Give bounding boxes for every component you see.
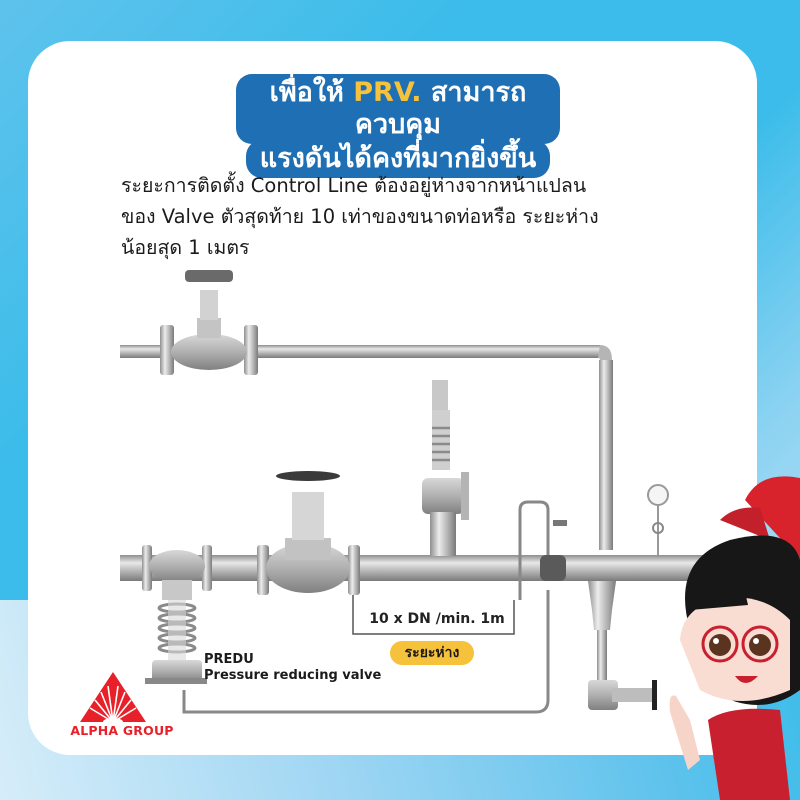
upper-pipe [120,345,613,550]
brand-name: ALPHA GROUP [70,723,174,738]
control-line [182,500,550,714]
valve-description: Pressure reducing valve [204,668,382,683]
dimension-bracket [352,595,515,635]
drain-fitting [540,520,567,581]
valve-caption: PREDU Pressure reducing valve [204,652,381,684]
safety-valve-icon [422,380,469,556]
pressure-reducing-valve-icon [142,545,212,684]
mascot-character-icon [669,476,800,800]
distance-dimension-label: 10 x DN /min. 1m [369,611,505,627]
description-text: ระยะการติดตั้ง Control Line ต้องอยู่ห่าง… [121,174,599,259]
alpha-group-logo-icon [80,672,146,726]
pressure-gauge-icon [647,484,669,555]
title-line-2: แรงดันได้คงที่มากยิ่งขึ้น [247,142,549,176]
main-pipe [120,555,710,581]
title-line-1: เพื่อให้ PRV. สามารถควบคุม [238,76,558,142]
page-title: เพื่อให้ PRV. สามารถควบคุม แรงดันได้คงที… [238,76,558,176]
prv-highlight: PRV. [353,77,422,108]
upper-valve-icon [160,270,258,375]
separator-icon [588,581,657,710]
distance-badge: ระยะห่าง [390,641,474,665]
valve-name: PREDU [204,652,254,667]
gate-valve-icon [257,471,360,595]
